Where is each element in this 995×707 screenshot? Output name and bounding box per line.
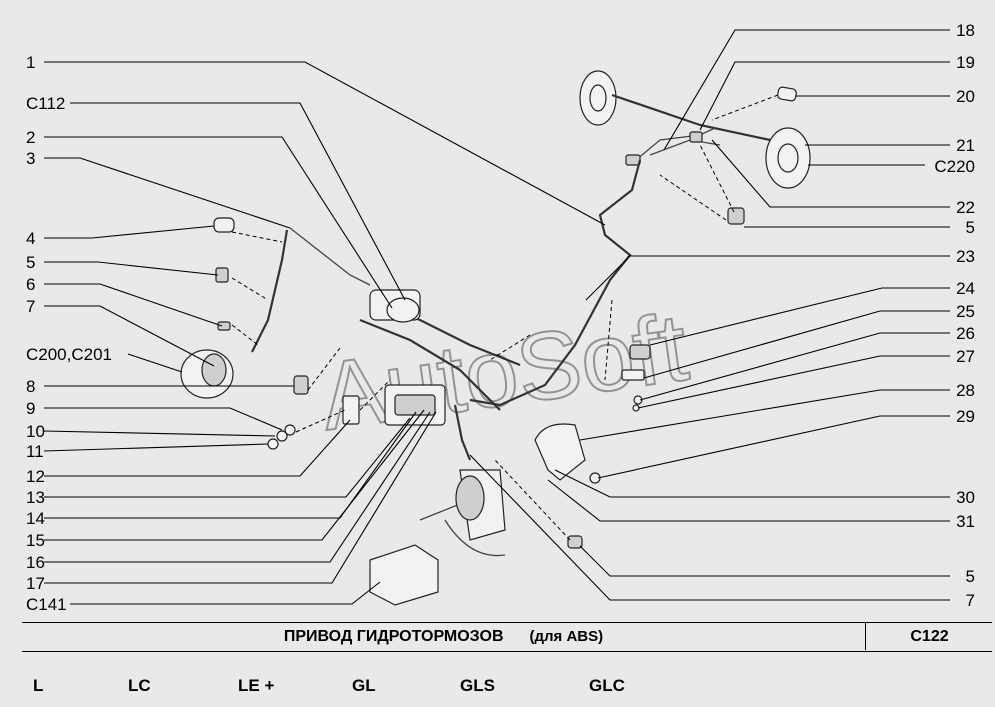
callout-labels-left: 1 C112 2 3 4 5 6 7 C200,C201 8 9 10 11 1… bbox=[26, 53, 112, 614]
trim-level: LC bbox=[128, 676, 151, 695]
callout-label: 5 bbox=[26, 253, 35, 272]
callout-label: C112 bbox=[26, 94, 65, 113]
callout-label: 3 bbox=[26, 149, 35, 168]
callout-label: 5 bbox=[966, 567, 975, 586]
callout-label: 1 bbox=[26, 53, 35, 72]
callout-label: 17 bbox=[26, 574, 45, 593]
callout-label: C141 bbox=[26, 595, 67, 614]
trim-level: LE + bbox=[238, 676, 275, 695]
brake-lines bbox=[251, 159, 642, 461]
callout-label: 18 bbox=[956, 21, 975, 40]
callout-label: 12 bbox=[26, 467, 45, 486]
callout-label: 14 bbox=[26, 509, 45, 528]
abs-modulator bbox=[369, 289, 471, 606]
callout-label: 7 bbox=[26, 297, 35, 316]
callout-label: 10 bbox=[26, 422, 45, 441]
callout-label: 27 bbox=[956, 347, 975, 366]
trim-level: GLC bbox=[589, 676, 625, 695]
diagram-code: C122 bbox=[910, 627, 949, 645]
brake-hydraulics-diagram: AutoSoft bbox=[26, 21, 975, 614]
callout-label: 2 bbox=[26, 128, 35, 147]
callout-label: 25 bbox=[956, 302, 975, 321]
callout-label: 23 bbox=[956, 247, 975, 266]
callout-label: 13 bbox=[26, 488, 45, 507]
callout-label: 20 bbox=[956, 87, 975, 106]
callout-label: 11 bbox=[26, 442, 44, 461]
callout-label: 7 bbox=[966, 591, 975, 610]
callout-label: 22 bbox=[956, 198, 975, 217]
callout-label: 26 bbox=[956, 324, 975, 343]
trim-level: GL bbox=[352, 676, 376, 695]
leader-lines-left bbox=[43, 61, 606, 605]
rear-axle-assembly bbox=[579, 70, 811, 225]
trim-levels: L LC LE + GL GLS GLC bbox=[0, 670, 995, 700]
callout-labels-right: 18 19 20 21 C220 22 5 23 24 25 26 27 28 … bbox=[934, 21, 975, 610]
title-bar: ПРИВОД ГИДРОТОРМОЗОВ (для ABS) C122 bbox=[22, 622, 992, 652]
callout-label: 5 bbox=[966, 218, 975, 237]
callout-label: 21 bbox=[956, 136, 975, 155]
title-subtitle: (для ABS) bbox=[529, 628, 604, 645]
callout-label: 9 bbox=[26, 399, 35, 418]
front-right-brake bbox=[444, 344, 651, 557]
diagram-title: ПРИВОД ГИДРОТОРМОЗОВ (для ABS) bbox=[22, 623, 866, 650]
callout-label: 15 bbox=[26, 531, 45, 550]
callout-label: 8 bbox=[26, 377, 35, 396]
callout-label: 19 bbox=[956, 53, 975, 72]
exploded-view-guides bbox=[231, 94, 779, 541]
callout-label: 6 bbox=[26, 275, 35, 294]
callout-label: C220 bbox=[934, 157, 975, 176]
title-text: ПРИВОД ГИДРОТОРМОЗОВ bbox=[283, 627, 504, 645]
callout-label: 16 bbox=[26, 553, 45, 572]
callout-label: 29 bbox=[956, 407, 975, 426]
callout-label: 24 bbox=[956, 279, 975, 298]
callout-label: 31 bbox=[956, 512, 975, 531]
callout-label: 28 bbox=[956, 381, 975, 400]
callout-label: 30 bbox=[956, 488, 975, 507]
callout-label: C200,C201 bbox=[26, 345, 112, 364]
callout-label: 4 bbox=[26, 229, 35, 248]
leader-lines-right bbox=[469, 29, 950, 601]
trim-level: L bbox=[33, 676, 44, 695]
trim-level: GLS bbox=[460, 676, 495, 695]
